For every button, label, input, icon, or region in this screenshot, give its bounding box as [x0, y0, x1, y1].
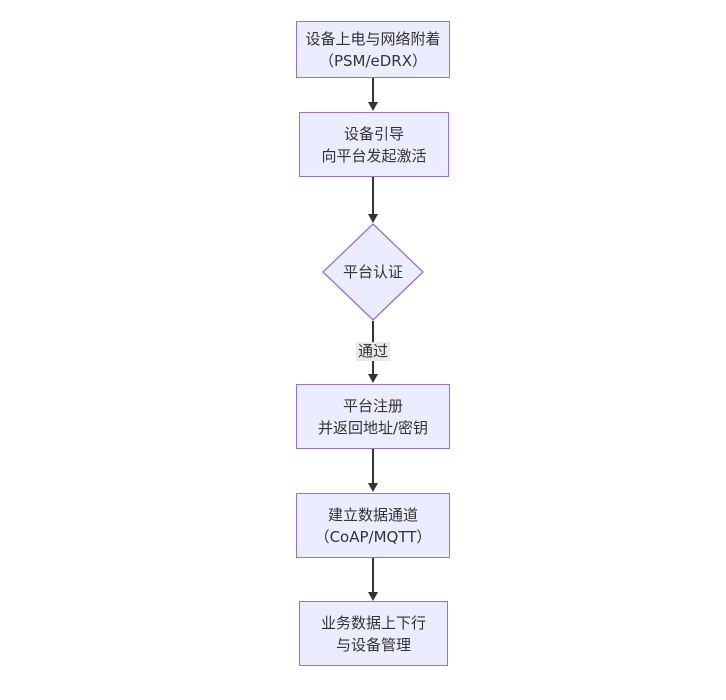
node-bootstrap: 设备引导 向平台发起激活 [299, 112, 449, 177]
node-label-line: 与设备管理 [335, 635, 411, 654]
edge-register-to-channel [372, 449, 374, 484]
node-label-line: 平台注册 [342, 396, 403, 415]
edge-bootstrap-to-auth [372, 177, 374, 215]
node-platform-register: 平台注册 并返回地址/密钥 [296, 384, 450, 449]
arrowhead-down-icon [368, 374, 378, 383]
node-label-line: 平台认证 [342, 263, 403, 281]
arrowhead-down-icon [368, 102, 378, 111]
node-label-line: 向平台发起激活 [321, 146, 427, 165]
arrowhead-down-icon [368, 592, 378, 601]
node-label-line: （CoAP/MQTT） [314, 527, 432, 546]
node-label-line: 并返回地址/密钥 [317, 418, 429, 437]
edge-label-pass: 通过 [355, 342, 391, 361]
node-label-line: （PSM/eDRX） [318, 51, 428, 70]
arrowhead-down-icon [368, 483, 378, 492]
edge-channel-to-business [372, 558, 374, 593]
node-data-channel: 建立数据通道 （CoAP/MQTT） [296, 493, 450, 558]
node-label-line: 建立数据通道 [327, 505, 418, 524]
node-power-attach: 设备上电与网络附着 （PSM/eDRX） [296, 21, 450, 78]
arrowhead-down-icon [368, 214, 378, 223]
diamond-shape [322, 223, 424, 321]
node-label-line: 设备引导 [343, 124, 404, 143]
node-label-line: 业务数据上下行 [320, 613, 426, 632]
node-platform-auth: 平台认证 [322, 223, 424, 321]
node-label-line: 设备上电与网络附着 [305, 29, 441, 48]
edge-power-to-bootstrap [372, 78, 374, 103]
node-business-data: 业务数据上下行 与设备管理 [299, 601, 448, 666]
